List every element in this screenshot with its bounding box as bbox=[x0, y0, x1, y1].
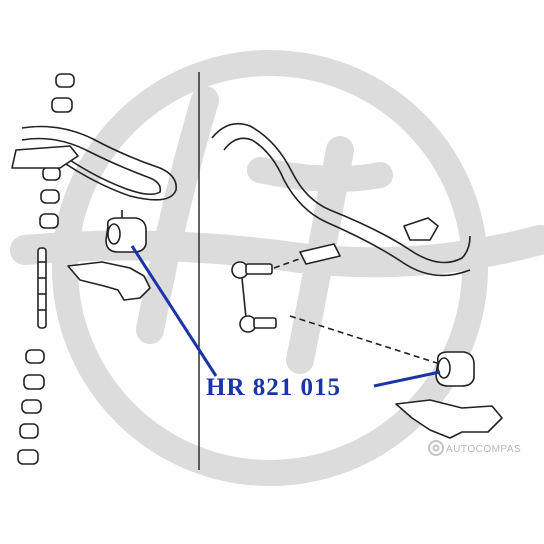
watermark-letter-left bbox=[136, 86, 219, 344]
watermark-swoosh bbox=[10, 225, 544, 278]
alignment-line-upper bbox=[273, 257, 303, 269]
part-number-label: HR 821 015 bbox=[206, 374, 341, 401]
left-mount-bracket-upper bbox=[11, 145, 79, 169]
callout-line-right bbox=[373, 370, 441, 388]
right-assembly bbox=[211, 122, 503, 439]
right-stabilizer-link bbox=[231, 261, 277, 333]
right-mount-bracket bbox=[395, 399, 503, 439]
left-bushing-stack-top bbox=[39, 73, 75, 229]
watermark-letter-bar bbox=[247, 157, 393, 192]
right-stabilizer-bar bbox=[211, 122, 471, 277]
brand-watermark-text: AUTOCOMPAS bbox=[446, 444, 522, 455]
left-bushing-stack-bottom bbox=[17, 349, 45, 465]
right-bar-connector bbox=[299, 243, 341, 265]
left-assembly bbox=[11, 73, 177, 465]
left-stabilizer-bushing bbox=[105, 210, 147, 253]
watermark-logo bbox=[10, 50, 544, 486]
right-bar-end-mount bbox=[403, 217, 439, 241]
brand-gear-icon bbox=[428, 440, 444, 456]
right-stabilizer-bushing bbox=[435, 351, 475, 387]
left-mount-bracket-lower bbox=[67, 261, 151, 301]
left-link-rod bbox=[37, 247, 47, 329]
callout-line-left bbox=[130, 245, 218, 377]
alignment-line-lower bbox=[289, 315, 441, 365]
